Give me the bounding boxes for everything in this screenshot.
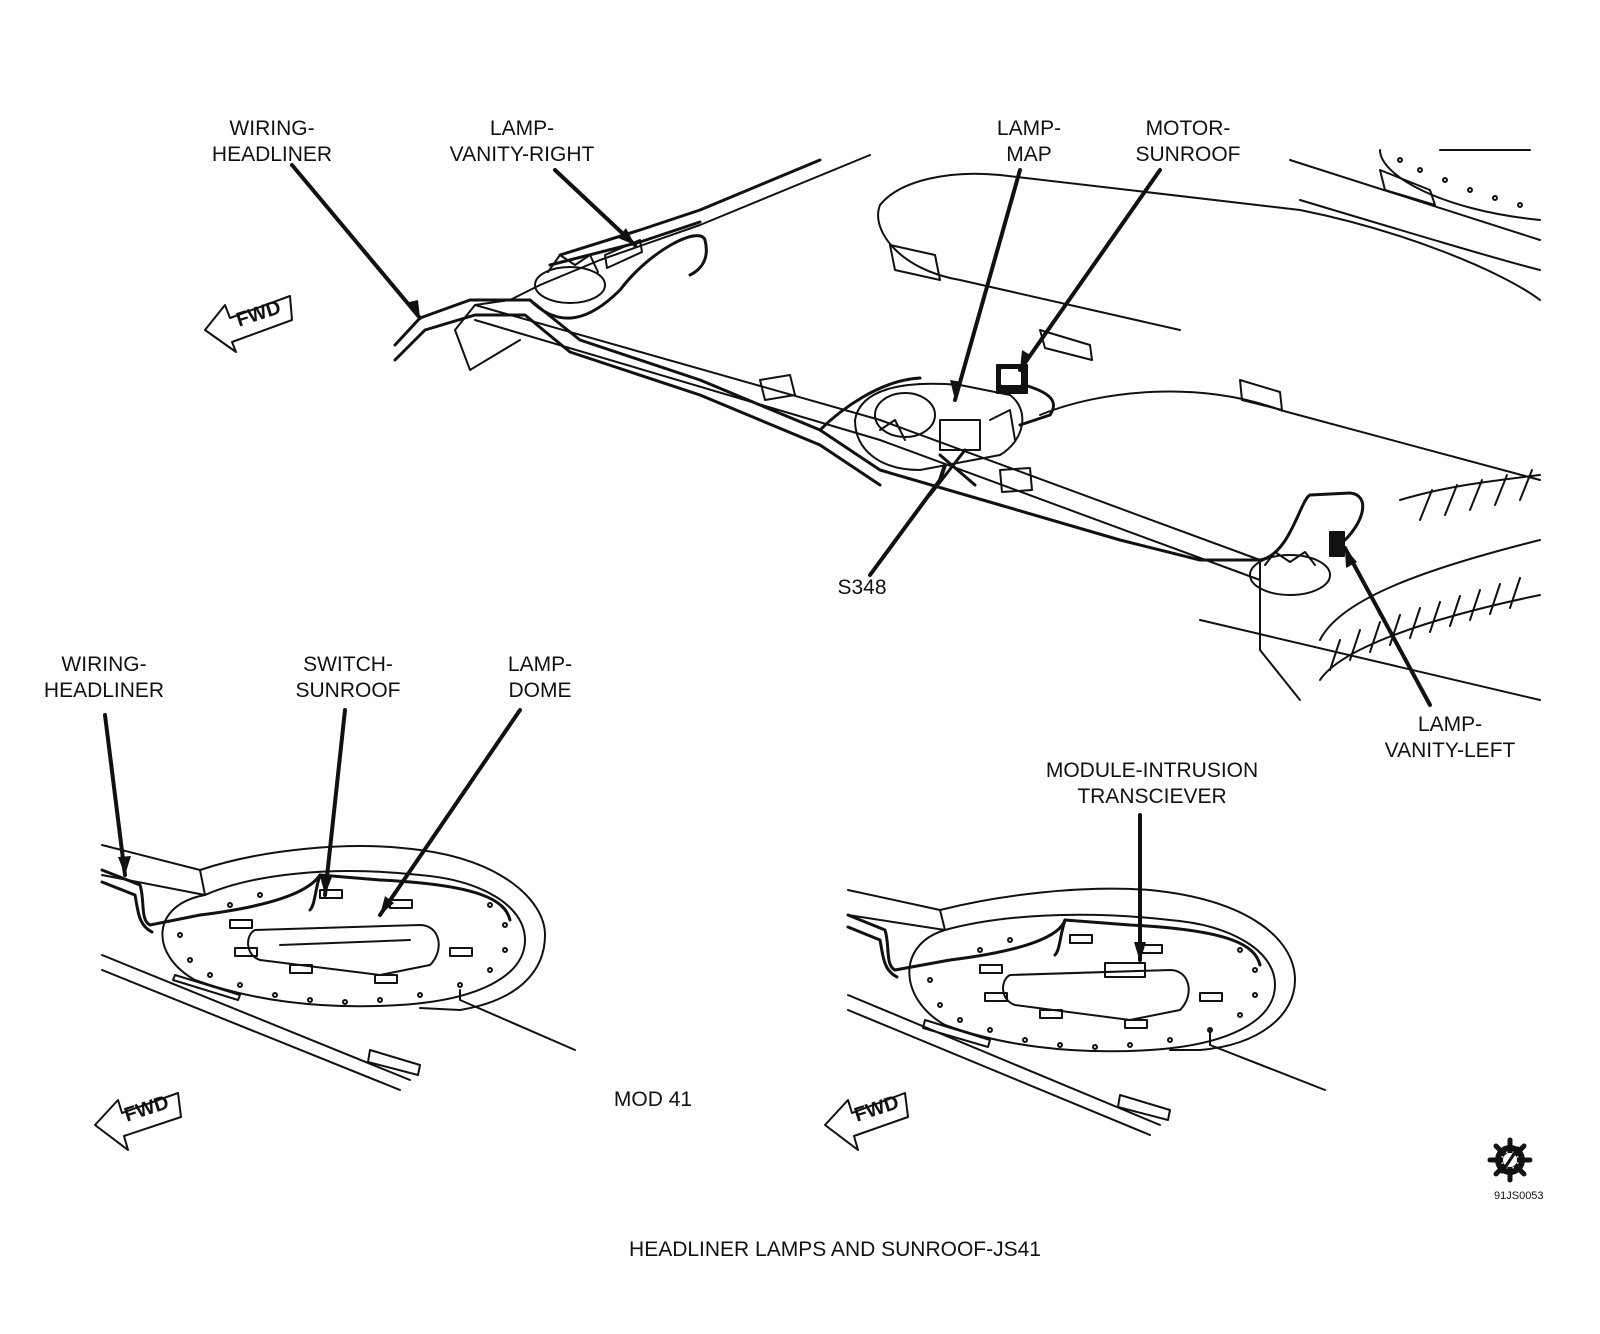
leader-lines-top — [290, 163, 1432, 707]
fwd-arrow-top-shape — [204, 295, 293, 353]
mod-label: MOD 41 — [613, 1088, 693, 1111]
detail-left — [101, 844, 576, 1091]
pentastar-gear-icon — [1487, 1137, 1533, 1183]
label-lamp-vanity-right: LAMP- VANITY-RIGHT — [449, 117, 595, 166]
label-motor-sunroof: MOTOR- SUNROOF — [1135, 117, 1241, 166]
headliner-clips — [759, 169, 1436, 493]
label-lamp-map: LAMP- MAP — [996, 117, 1062, 166]
label-wiring-headliner-bottom: WIRING- HEADLINER — [43, 653, 165, 702]
label-switch-sunroof: SWITCH- SUNROOF — [295, 653, 401, 702]
lamp-map-shape — [854, 382, 1024, 471]
figure-code: 91JS0053 — [1494, 1190, 1544, 1202]
leader-arrows-right — [1134, 942, 1146, 962]
detail-right — [847, 887, 1326, 1136]
leader-arrows-left — [118, 856, 394, 915]
label-s348: S348 — [837, 576, 887, 599]
s348-x-mark — [928, 448, 977, 497]
corner-dome-ring — [1379, 149, 1541, 221]
leader-arrows-top — [405, 228, 1357, 568]
label-module-intrusion: MODULE-INTRUSION TRANSCIEVER — [1045, 759, 1259, 808]
diagram-caption: HEADLINER LAMPS AND SUNROOF-JS41 — [629, 1238, 1041, 1261]
label-wiring-headliner-top: WIRING- HEADLINER — [211, 117, 333, 166]
motor-sunroof-shape — [996, 364, 1028, 394]
visor-scallops — [1319, 469, 1541, 681]
leader-lines-left — [103, 708, 522, 917]
label-lamp-vanity-left: LAMP- VANITY-LEFT — [1384, 713, 1516, 762]
lamp-vanity-right-shape — [534, 239, 643, 304]
wiring-harness-left — [100, 868, 512, 934]
fwd-arrow-bottom-right-shape — [824, 1092, 909, 1151]
wiring-harness-top — [393, 158, 1365, 562]
label-lamp-dome: LAMP- DOME — [507, 653, 573, 702]
wiring-harness-right — [846, 913, 1262, 979]
fwd-arrow-bottom-left-shape — [94, 1092, 182, 1151]
lamp-vanity-left-shape — [1249, 531, 1345, 596]
